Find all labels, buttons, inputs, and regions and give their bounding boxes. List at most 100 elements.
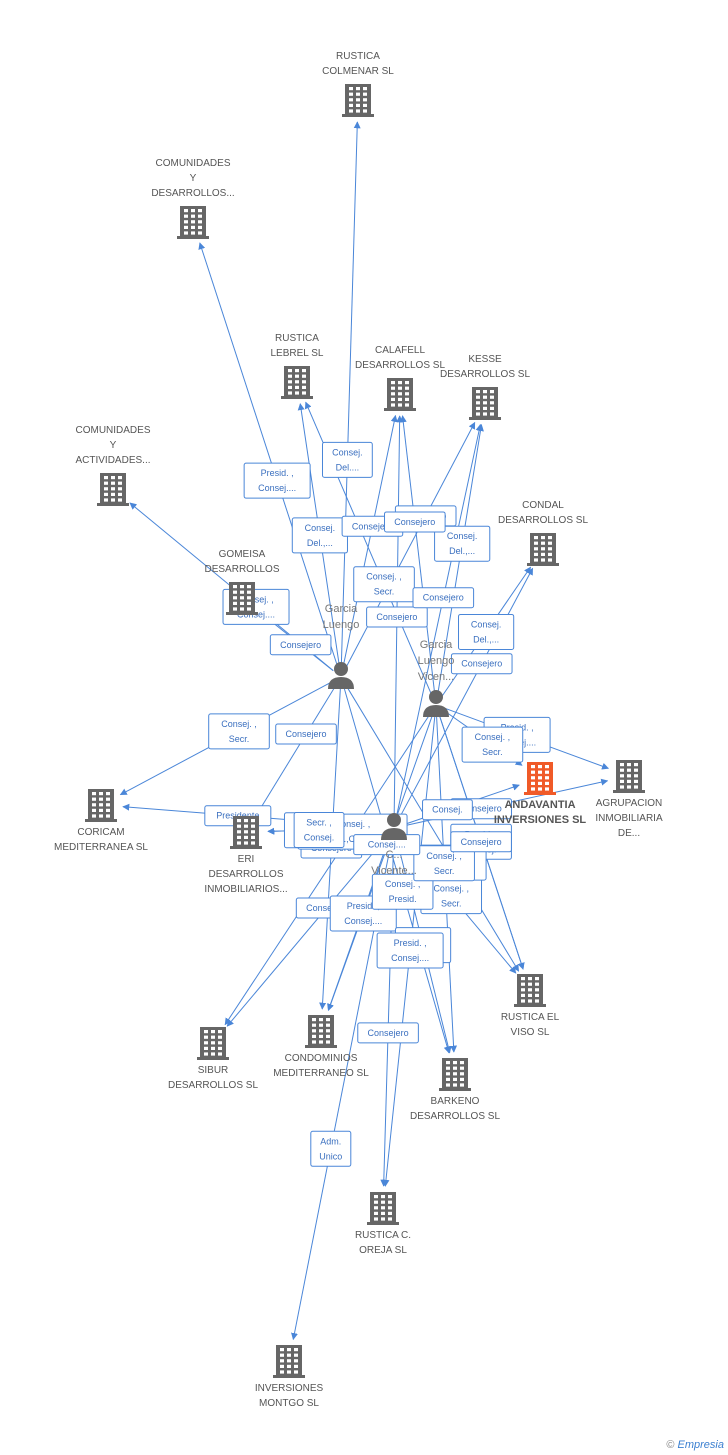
company-label: DESARROLLOS SL (440, 369, 530, 380)
company-label: COMUNIDADES (155, 158, 230, 169)
edge-label-text: Consejero (461, 804, 502, 814)
company-label: GOMEISA (219, 549, 266, 560)
edge-p1-colmenar (340, 121, 361, 668)
edge-label[interactable]: Consej.Del.,... (434, 525, 491, 562)
edge-p3-kesse (395, 423, 483, 819)
company-label: RUSTICA C. (355, 1230, 411, 1241)
building-icon (197, 1027, 229, 1060)
edge-label[interactable]: Consej.Del.,... (291, 517, 348, 554)
edge-label-text: Presidente (216, 811, 259, 821)
edge-label[interactable]: Consej.Del.,... (458, 613, 515, 650)
company-label: DESARROLLOS... (151, 188, 234, 199)
edge-labels-layer: Consej.Del....Presid. ,Consej....Consej.… (204, 441, 551, 1167)
building-icon (367, 1192, 399, 1225)
edge-label[interactable]: Consej. (422, 799, 473, 821)
company-node-eri[interactable]: ERI DESARROLLOS INMOBILIARIOS... (204, 816, 288, 895)
company-label: OREJA SL (359, 1245, 407, 1256)
edge-label[interactable]: Consej.Del.... (321, 441, 373, 478)
edge-label[interactable]: Consejero (450, 653, 513, 675)
edge-label-box (310, 1130, 352, 1167)
edge-label-text: Consejero (461, 837, 502, 847)
company-label: CONDAL (522, 500, 564, 511)
building-icon (281, 366, 313, 399)
building-icon (527, 533, 559, 566)
company-label: CALAFELL (375, 345, 425, 356)
company-label: DESARROLLOS SL (168, 1080, 258, 1091)
edge-label[interactable]: Consejero (269, 634, 332, 656)
building-icon (97, 473, 129, 506)
company-label: Y (110, 440, 117, 451)
edge-label-box (321, 441, 373, 478)
edge-label[interactable]: Consejero (275, 723, 337, 745)
person-node-p2[interactable]: GarciaLuengoVicen... (418, 639, 455, 717)
edge-label[interactable]: Consej. , Secr. (461, 726, 524, 763)
edge-label-box (357, 1022, 419, 1044)
company-label: KESSE (468, 354, 502, 365)
company-node-kesse[interactable]: KESSE DESARROLLOS SL (440, 354, 530, 420)
company-label: RUSTICA EL (501, 1012, 560, 1023)
company-node-agrupacion[interactable]: AGRUPACIONINMOBILIARIADE... (595, 760, 663, 839)
edge-label-text: Secr. (482, 747, 503, 757)
edge-label[interactable]: Secr. ,Consej. (293, 812, 345, 849)
edge-p2-sibur (224, 713, 431, 1026)
edge-p1-eri (257, 685, 337, 814)
company-node-condal[interactable]: CONDAL DESARROLLOS SL (498, 500, 588, 566)
edge-label[interactable]: Consejero (450, 831, 512, 853)
edge-label[interactable]: Consej. ,Secr. (208, 713, 270, 750)
edge-label-text: Secr. (434, 866, 455, 876)
edge-label[interactable]: Consej. ,Secr. (413, 845, 475, 882)
edge-p3-sibur (226, 835, 388, 1027)
edge-label[interactable]: Consejero (412, 587, 475, 609)
edge-label[interactable]: Presid. ,Consej.... (243, 462, 311, 499)
company-label: LEBREL SL (271, 348, 324, 359)
company-node-com-act[interactable]: COMUNIDADESYACTIVIDADES... (75, 425, 151, 506)
edge-label[interactable]: Adm.Unico (310, 1130, 352, 1167)
footer-brand: © Empresia (666, 1439, 724, 1451)
building-icon (85, 789, 117, 822)
company-label: DESARROLLOS SL (410, 1111, 500, 1122)
person-label: Vicen... (418, 671, 455, 683)
edge-label[interactable]: Consej. ,Secr. (353, 566, 415, 603)
person-label: Vicente... (371, 865, 417, 877)
edge-label-text: Consejero (352, 521, 393, 531)
edge-label[interactable]: Consejero (384, 511, 446, 533)
edge-label-text: Consej. (432, 805, 463, 815)
company-label: BARKENO (431, 1096, 480, 1107)
edge-label-text: Secr. (229, 734, 250, 744)
company-node-com-des[interactable]: COMUNIDADES Y DESARROLLOS... (151, 158, 235, 239)
edge-label-text: Consej.... (391, 953, 429, 963)
edge-label[interactable]: Consejero (357, 1022, 419, 1044)
edge-label[interactable]: Consej. ,Secr. (420, 878, 483, 915)
edge-label-text: Consej. , (475, 732, 511, 742)
edge-label-text: Presid. , (347, 901, 380, 911)
company-node-barkeno[interactable]: BARKENO DESARROLLOS SL (410, 1058, 500, 1122)
edge-label[interactable]: Consejero (366, 606, 428, 628)
building-icon (514, 974, 546, 1007)
company-label: INMOBILIARIOS... (204, 884, 287, 895)
company-node-oreja[interactable]: RUSTICA C. OREJA SL (355, 1192, 411, 1256)
building-icon (613, 760, 645, 793)
edge-p1-calafell (342, 414, 398, 668)
edge-label-box (422, 799, 473, 821)
company-label: Y (190, 173, 197, 184)
company-label: ERI (238, 854, 255, 865)
company-label: DESARROLLOS SL (498, 515, 588, 526)
company-label: DESARROLLOS (208, 869, 283, 880)
edge-label-text: Secr. (441, 899, 462, 909)
edge-label[interactable]: Consej. ,Presid. (371, 873, 434, 910)
person-node-p3[interactable]: C...Vicente... (371, 813, 417, 877)
edge-p1-barkeno (343, 686, 451, 1054)
edge-label[interactable]: Presid. ,Consej.... (376, 932, 444, 969)
edge-label-text: Consej. (304, 833, 335, 843)
